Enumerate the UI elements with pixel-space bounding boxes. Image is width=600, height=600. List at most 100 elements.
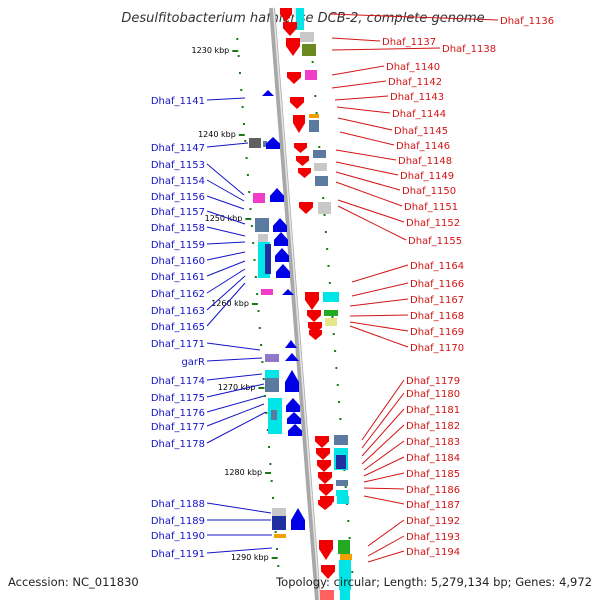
tick-dot [271,497,274,499]
leader-line [331,65,385,76]
gene-label-right: Dhaf_1146 [396,141,450,152]
leader-line [361,424,405,465]
leader-line [206,275,246,311]
leader-line [335,149,397,161]
leader-line [367,535,405,557]
gene-label-left: Dhaf_1161 [151,272,205,283]
gene-label-right: Dhaf_1148 [398,156,452,167]
minus-strand-arrow [273,218,287,232]
tick-dot [241,106,244,108]
minus-strand-arrow [282,289,294,295]
tick-dot [261,361,264,363]
gene-label-right: Dhaf_1166 [410,279,464,290]
leader-line [334,95,389,101]
tick-dot [270,480,273,482]
leader-line [329,13,499,21]
tick-dot [236,38,239,40]
leader-line [335,181,403,207]
gene-label-left: Dhaf_1190 [151,531,205,542]
leader-line [206,97,246,101]
leader-line [337,117,393,131]
leader-line [206,383,265,398]
minus-strand-arrow [287,412,301,424]
gene-box [305,70,317,80]
leader-line [363,487,405,490]
tick-dot [334,350,337,352]
left-gene-labels: Dhaf_1141Dhaf_1147Dhaf_1153Dhaf_1154Dhaf… [151,96,205,560]
minus-strand-arrow [291,508,305,530]
leader-line [206,403,265,427]
leader-line [337,199,405,223]
leader-line [206,268,246,294]
leader-line [336,106,391,114]
tick-dot [339,418,342,420]
gene-label-right: Dhaf_1168 [410,311,464,322]
scale-tick-mark [238,134,245,136]
tick-dot [244,140,247,142]
tick-dot [257,310,260,312]
gene-label-right: Dhaf_1194 [406,547,460,558]
gene-box [265,354,279,362]
plus-strand-arrow [308,322,322,334]
gene-label-right: Dhaf_1180 [406,389,460,400]
gene-label-left: Dhaf_1158 [151,223,205,234]
tick-dot [348,537,351,539]
plus-strand-arrow [290,97,304,109]
gene-box [272,516,286,530]
gene-label-right: Dhaf_1140 [386,62,440,73]
leader-line [367,550,405,563]
tick-dot [254,276,257,278]
tick-dot [315,112,318,114]
gene-label-right: Dhaf_1164 [410,261,464,272]
gene-label-left: Dhaf_1188 [151,499,205,510]
tick-dot [344,486,347,488]
minus-strand-arrow [285,370,299,392]
gene-box [325,318,337,326]
plus-strand-arrow [321,565,335,579]
tick-dot [338,401,341,403]
tick-dot [245,157,248,159]
leader-line [206,163,245,196]
gene-box [255,218,269,232]
gene-box [315,176,328,186]
gene-label-left: Dhaf_1163 [151,306,205,317]
tick-dot [265,412,268,414]
scale-tick-label: 1230 kbp [192,46,230,55]
tick-dot [249,208,252,210]
plus-strand-arrow [287,72,301,84]
plus-strand-arrow [296,156,309,166]
gene-box [300,32,314,42]
gene-label-right: Dhaf_1142 [388,77,442,88]
leader-line [337,205,407,241]
scale-tick-label: 1270 kbp [218,383,256,392]
gene-box [263,141,267,147]
leader-line [206,195,245,210]
leader-line [206,251,246,261]
leader-line [206,179,245,202]
plus-strand-arrow [307,310,321,322]
leader-line [206,260,246,277]
gene-label-left: Dhaf_1171 [151,339,205,350]
gene-label-right: Dhaf_1184 [406,453,460,464]
gene-label-right: Dhaf_1183 [406,437,460,448]
gene-box [265,378,279,392]
genome-backbone [269,7,321,600]
gene-label-right: Dhaf_1192 [406,516,460,527]
gene-label-left: Dhaf_1174 [151,376,205,387]
tick-dot [246,174,249,176]
gene-box [249,138,261,148]
plus-strand-arrow [299,202,313,214]
scale-tick-label: 1280 kbp [224,468,262,477]
scale-tick-mark [251,303,258,305]
tick-dot [331,316,334,318]
leader-line [349,298,409,307]
plus-strand-arrow [318,472,332,484]
gene-label-right: Dhaf_1181 [406,405,460,416]
tick-dot [250,225,253,227]
tick-dot [266,429,269,431]
minus-strand-arrow [262,90,274,96]
gene-label-left: Dhaf_1141 [151,96,205,107]
scale-tick-mark [232,50,239,52]
